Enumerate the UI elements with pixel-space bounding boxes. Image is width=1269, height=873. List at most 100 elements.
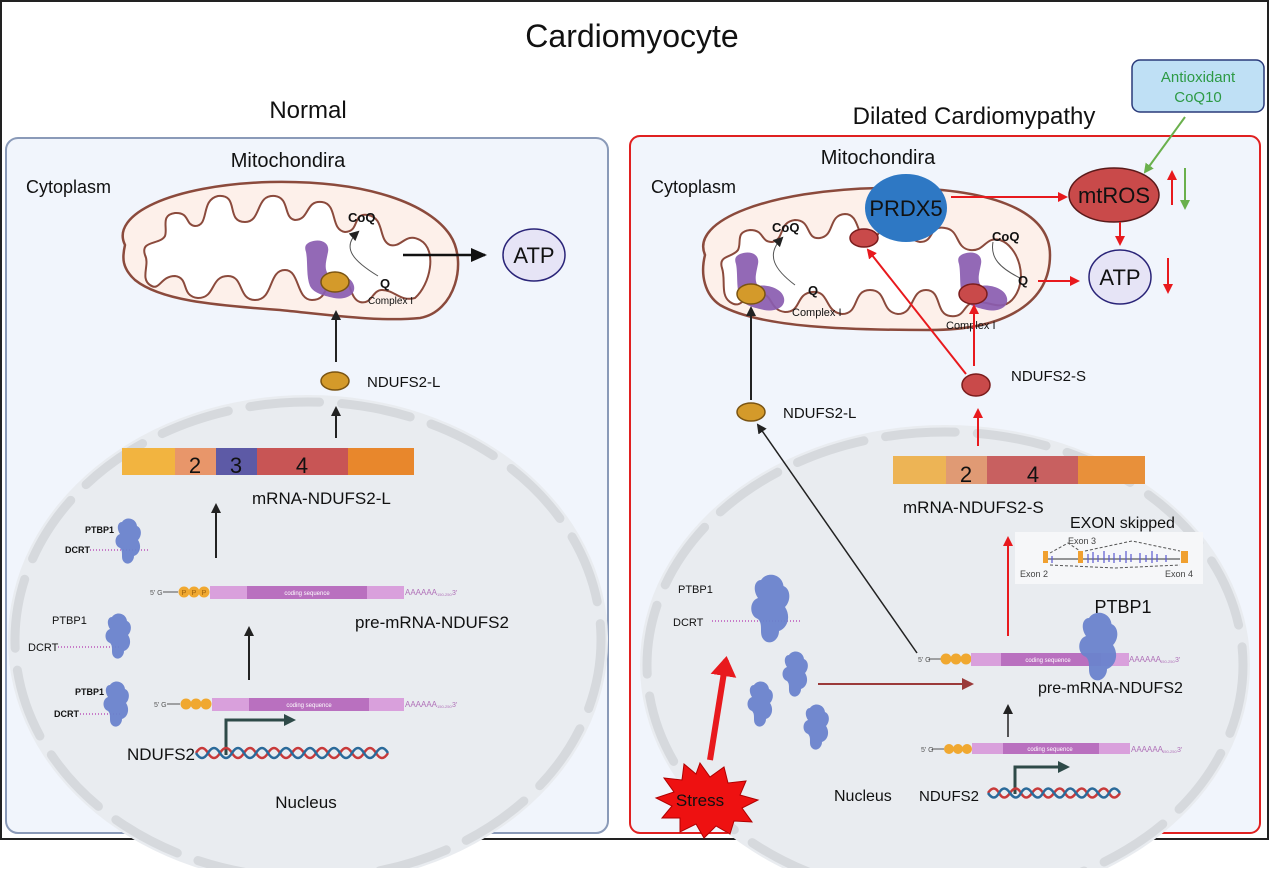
dcm-nucleus-label: Nucleus bbox=[834, 788, 892, 805]
dcm-gene-label: NDUFS2 bbox=[919, 788, 979, 805]
normal-atp-label: ATP bbox=[513, 243, 554, 268]
normal-protein-label: NDUFS2-L bbox=[367, 374, 440, 391]
dcm-protein-l-label: NDUFS2-L bbox=[783, 405, 856, 422]
normal-polya-end-2: 3' bbox=[452, 702, 457, 709]
dcm-complex-label-right: Complex I bbox=[946, 320, 996, 332]
normal-ptbp1-label-1: PTBP1 bbox=[85, 525, 114, 535]
dcm-exon-utr3 bbox=[1078, 456, 1145, 484]
dcm-polya-sub-1: 150-250 bbox=[1160, 659, 1175, 664]
normal-dna-helix bbox=[194, 746, 390, 760]
dcm-ndufs2s-membrane bbox=[849, 228, 879, 248]
normal-coding-label-2: coding sequence bbox=[286, 703, 332, 709]
inset-exon4-block bbox=[1181, 551, 1188, 563]
dcm-dcrt-label: DCRT bbox=[673, 617, 704, 629]
normal-polya-2: AAAAAA bbox=[405, 700, 438, 709]
normal-coq-label: CoQ bbox=[348, 210, 375, 225]
inset-exon3-label: Exon 3 bbox=[1068, 536, 1096, 546]
normal-gene-label: NDUFS2 bbox=[127, 745, 195, 764]
normal-mitochondrion bbox=[121, 180, 460, 321]
dcm-ptbp1-big-label: PTBP1 bbox=[1094, 597, 1151, 617]
normal-complex-label: Complex I bbox=[368, 296, 413, 307]
dcm-coding-label-2: coding sequence bbox=[1027, 747, 1073, 753]
dcm-panel: Dilated Cardiomypathy Antioxidant CoQ10 … bbox=[629, 59, 1265, 873]
normal-exon-4-label: 4 bbox=[296, 453, 308, 478]
normal-exon-utr3 bbox=[348, 448, 414, 475]
dcm-ndufs2s-in-complex bbox=[958, 283, 988, 305]
normal-nucleus bbox=[8, 395, 608, 873]
cap-letter: P bbox=[192, 590, 197, 597]
ndufs2s-to-membrane-arrow bbox=[866, 248, 967, 375]
normal-cap-p-2c bbox=[200, 698, 212, 710]
dcm-mito-label: Mitochondira bbox=[821, 147, 936, 169]
normal-cap-p-1b bbox=[188, 586, 200, 598]
dcm-cap-prefix-1: 5' G bbox=[918, 657, 931, 664]
normal-coding-label-1: coding sequence bbox=[284, 591, 330, 597]
normal-premrna-2: 5' G coding sequence AAAAAA 150-250 3' bbox=[154, 698, 457, 711]
exon-skipping-inset: Exon 3 Exon 2 Exon 4 bbox=[1015, 532, 1203, 584]
normal-exon-utr5 bbox=[122, 448, 175, 475]
inset-exon4-label: Exon 4 bbox=[1165, 569, 1193, 579]
normal-premrna-label: pre-mRNA-NDUFS2 bbox=[355, 613, 509, 632]
normal-cap-prefix-1: 5' G bbox=[150, 590, 163, 597]
dcm-complex-label-left: Complex I bbox=[792, 307, 842, 319]
normal-ndufs2l-in-complex bbox=[320, 271, 350, 293]
dcm-exon-4-label: 4 bbox=[1027, 462, 1039, 487]
dcm-ndufs2l-protein bbox=[736, 402, 766, 422]
dcm-cap-p-1a bbox=[940, 653, 952, 665]
normal-dcrt-label-1: DCRT bbox=[65, 545, 90, 555]
normal-dcrt-label-3: DCRT bbox=[54, 709, 79, 719]
normal-exon-3 bbox=[216, 448, 257, 475]
dcm-atp-label: ATP bbox=[1099, 265, 1140, 290]
normal-mrna-bar: 2 3 4 bbox=[122, 448, 414, 478]
dcm-cap-p-2c bbox=[962, 744, 972, 754]
dcm-cap-p-1b bbox=[950, 653, 962, 665]
normal-mrna-label: mRNA-NDUFS2-L bbox=[252, 489, 391, 508]
antioxidant-label-2: CoQ10 bbox=[1174, 89, 1222, 106]
dcm-exon-4 bbox=[987, 456, 1078, 484]
dcm-mrna-label: mRNA-NDUFS2-S bbox=[903, 498, 1044, 517]
premrna-to-ndufs2l-arrow bbox=[756, 423, 918, 654]
stress-arrow bbox=[707, 656, 737, 761]
dcm-polya-sub-2: 150-250 bbox=[1162, 749, 1177, 754]
dcm-cytoplasm-label: Cytoplasm bbox=[651, 177, 736, 197]
dcm-tss-arrow bbox=[1013, 765, 1058, 794]
normal-ndufs2l-protein bbox=[320, 371, 350, 391]
cap-letter: P bbox=[202, 590, 207, 597]
dcm-premrna-2: 5' G coding sequence AAAAAA 150-250 3' bbox=[921, 743, 1182, 754]
dcm-cap-p-1c bbox=[960, 653, 972, 665]
dcm-premrna-label: pre-mRNA-NDUFS2 bbox=[1038, 680, 1183, 697]
normal-premrna-1: 5' G P P P coding sequence AAAAAA 150-25… bbox=[150, 586, 457, 599]
normal-mito-label: Mitochondira bbox=[231, 150, 346, 172]
normal-exon-2 bbox=[175, 448, 216, 475]
normal-cap-prefix-2: 5' G bbox=[154, 702, 167, 709]
stress-burst bbox=[654, 761, 760, 839]
normal-exon-2-label: 2 bbox=[189, 453, 201, 478]
dcm-ndufs2l-in-complex bbox=[736, 283, 766, 305]
dcm-coq-label-right: CoQ bbox=[992, 229, 1019, 244]
dcm-coq-arrow-right bbox=[991, 241, 1021, 279]
normal-ptbp1-label-3: PTBP1 bbox=[75, 687, 104, 697]
main-title: Cardiomyocyte bbox=[525, 18, 738, 54]
normal-polya-sub-2: 150-250 bbox=[437, 704, 452, 709]
mtros-node bbox=[1068, 167, 1160, 223]
normal-cytoplasm-label: Cytoplasm bbox=[26, 177, 111, 197]
dcm-polya-end-1: 3' bbox=[1175, 657, 1180, 664]
normal-ptbp1-label-2: PTBP1 bbox=[52, 615, 87, 627]
prdx5-node bbox=[865, 174, 947, 242]
normal-cap-p-2a bbox=[180, 698, 192, 710]
dcm-polya-2: AAAAAA bbox=[1131, 745, 1164, 754]
mtros-label: mtROS bbox=[1078, 183, 1150, 208]
dcm-coq-arrow-left bbox=[772, 236, 796, 286]
normal-cap-p-1c bbox=[198, 586, 210, 598]
normal-heading: Normal bbox=[269, 97, 346, 124]
antioxidant-box bbox=[1131, 59, 1265, 113]
prdx5-label: PRDX5 bbox=[869, 196, 942, 221]
dcm-polya-1: AAAAAA bbox=[1129, 655, 1162, 664]
inset-exon2-label: Exon 2 bbox=[1020, 569, 1048, 579]
normal-tss-arrow bbox=[224, 718, 284, 755]
normal-dcrt-label-2: DCRT bbox=[28, 642, 59, 654]
dcm-q-label-left: Q bbox=[808, 283, 818, 298]
dcm-atp-node bbox=[1088, 249, 1152, 305]
